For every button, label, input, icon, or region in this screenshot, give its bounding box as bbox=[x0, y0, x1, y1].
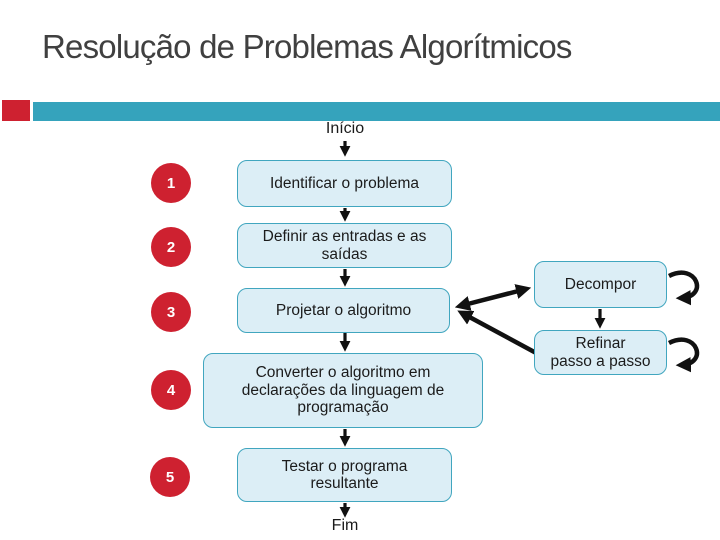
flow-box-definir: Definir as entradas e as saídas bbox=[237, 223, 452, 268]
flow-box-converter: Converter o algoritmo em declarações da … bbox=[203, 353, 483, 428]
flow-box-projetar: Projetar o algoritmo bbox=[237, 288, 450, 333]
accent-teal-bar bbox=[33, 102, 720, 121]
flow-end-label: Fim bbox=[331, 517, 359, 534]
accent-red-rect bbox=[2, 100, 30, 121]
flow-box-identificar: Identificar o problema bbox=[237, 160, 452, 207]
flow-box-testar: Testar o programa resultante bbox=[237, 448, 452, 502]
arrow-refinar-projetar bbox=[457, 310, 540, 356]
step-number-badge-4: 4 bbox=[151, 370, 191, 410]
arrow-projetar-decompor-bidirectional bbox=[454, 284, 532, 311]
flow-start-label: Início bbox=[325, 120, 365, 137]
loop-arrow-decompor bbox=[667, 270, 700, 306]
flow-box-decompor: Decompor bbox=[534, 261, 667, 308]
loop-arrow-refinar bbox=[667, 337, 700, 373]
slide-title: Resolução de Problemas Algorítmicos bbox=[42, 28, 572, 65]
step-number-badge-5: 5 bbox=[150, 457, 190, 497]
step-number-badge-2: 2 bbox=[151, 227, 191, 267]
step-number-badge-1: 1 bbox=[151, 163, 191, 203]
flow-box-refinar: Refinar passo a passo bbox=[534, 330, 667, 375]
step-number-badge-3: 3 bbox=[151, 292, 191, 332]
